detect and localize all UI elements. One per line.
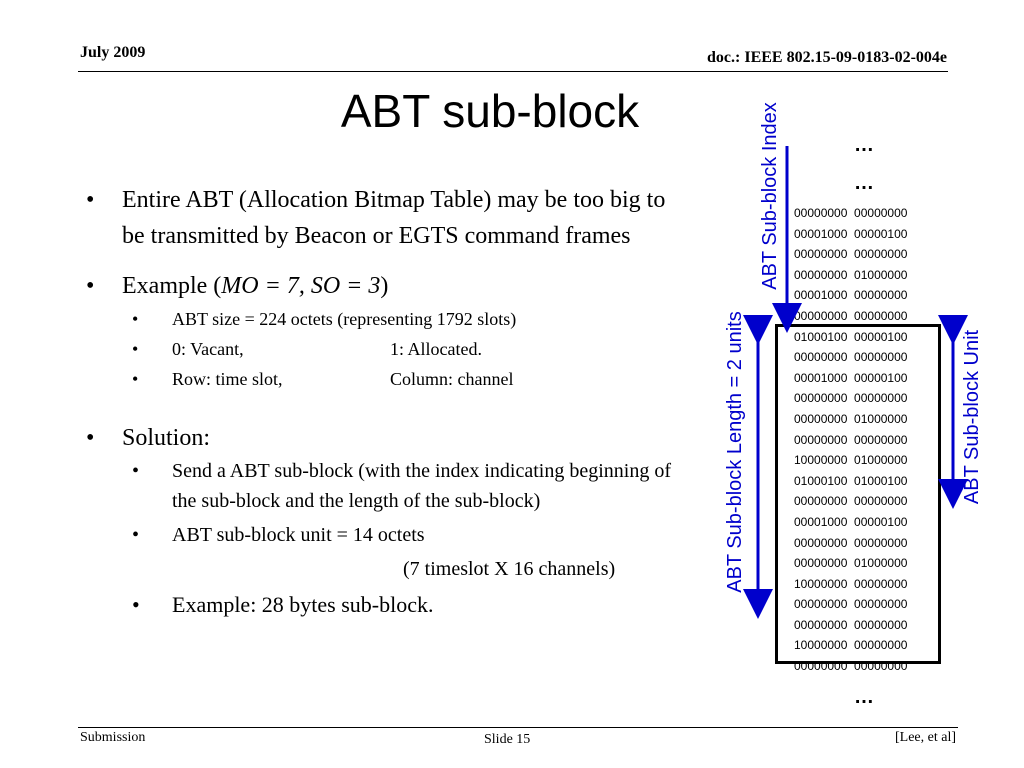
unit-detail: (7 timeslot X 16 channels) (403, 558, 616, 580)
vacant-text: 0: Vacant, (172, 339, 244, 359)
header-date: July 2009 (80, 44, 146, 61)
example-mo-so: MO = 7, SO = 3 (221, 273, 381, 299)
example-prefix: Example ( (122, 273, 222, 299)
bitmap-row: 00000000 00000000 (794, 350, 908, 365)
bitmap-row: 10000000 00000000 (794, 576, 908, 591)
bitmap-row: 10000000 01000000 (794, 453, 908, 468)
bullet-unit: ABT sub-block unit = 14 octets (86, 520, 686, 550)
bitmap-row: 00000000 00000000 (794, 535, 908, 550)
bitmap-row: 00001000 00000100 (794, 370, 908, 385)
unit-label: ABT Sub-block Unit (961, 329, 983, 505)
footer-submission: Submission (80, 730, 146, 745)
header-doc-id: doc.: IEEE 802.15-09-0183-02-004e (707, 49, 947, 66)
bitmap-row: 00001000 00000100 (794, 514, 908, 529)
bitmap-row: 00000000 00000000 (794, 432, 908, 447)
bitmap-rows: 00000000 00000000 00001000 00000100 000000… (794, 203, 907, 677)
bitmap-row: 00000000 00000000 (794, 617, 908, 632)
bullet-send: Send a ABT sub-block (with the index ind… (86, 456, 686, 516)
bullet-example: Example (MO = 7, SO = 3) (86, 268, 686, 304)
ellipsis-top-1: … (854, 134, 874, 156)
bitmap-row: 00001000 00000000 (794, 288, 908, 303)
bitmap-row: 00001000 00000100 (794, 226, 908, 241)
bullet-solution: Solution: (86, 420, 686, 456)
bullet-abt-size: ABT size = 224 octets (representing 1792… (86, 304, 686, 334)
bitmap-row: 01000100 00000100 (794, 329, 908, 344)
footer-divider (78, 727, 958, 728)
bitmap-row: 01000100 01000100 (794, 473, 908, 488)
ellipsis-top-2: … (854, 172, 874, 194)
row-text: Row: time slot, (172, 369, 283, 389)
bullet-row-column: Row: time slot, Column: channel (86, 364, 686, 394)
column-text: Column: channel (390, 369, 514, 389)
bitmap-row: 00000000 00000000 (794, 494, 908, 509)
bitmap-row: 10000000 00000000 (794, 638, 908, 653)
bitmap-row: 00000000 00000000 (794, 206, 908, 220)
example-suffix: ) (380, 273, 389, 299)
index-label: ABT Sub-block Index (759, 102, 781, 290)
slide-content: Entire ABT (Allocation Bitmap Table) may… (86, 182, 686, 620)
bullet-vacant-allocated: 0: Vacant, 1: Allocated. (86, 334, 686, 364)
slide-title: ABT sub-block (340, 85, 640, 137)
bitmap-row: 00000000 01000000 (794, 267, 908, 282)
bitmap-row: 00000000 00000000 (794, 597, 908, 612)
bitmap-row: 00000000 00000000 (794, 247, 908, 262)
bitmap-row: 00000000 01000000 (794, 556, 908, 571)
bullet-intro: Entire ABT (Allocation Bitmap Table) may… (86, 182, 686, 254)
ellipsis-bottom: … (854, 686, 874, 708)
length-label: ABT Sub-block Length = 2 units (724, 311, 746, 593)
footer-authors: [Lee, et al] (894, 730, 956, 745)
bitmap-row: 00000000 00000000 (794, 391, 908, 406)
bitmap-row: 00000000 00000000 (794, 308, 908, 323)
header-divider (78, 71, 948, 72)
allocated-text: 1: Allocated. (390, 339, 482, 359)
bitmap-row: 00000000 01000000 (794, 411, 908, 426)
slide-number: Slide 15 (484, 732, 531, 747)
bullet-example-2: Example: 28 bytes sub-block. (86, 590, 686, 620)
